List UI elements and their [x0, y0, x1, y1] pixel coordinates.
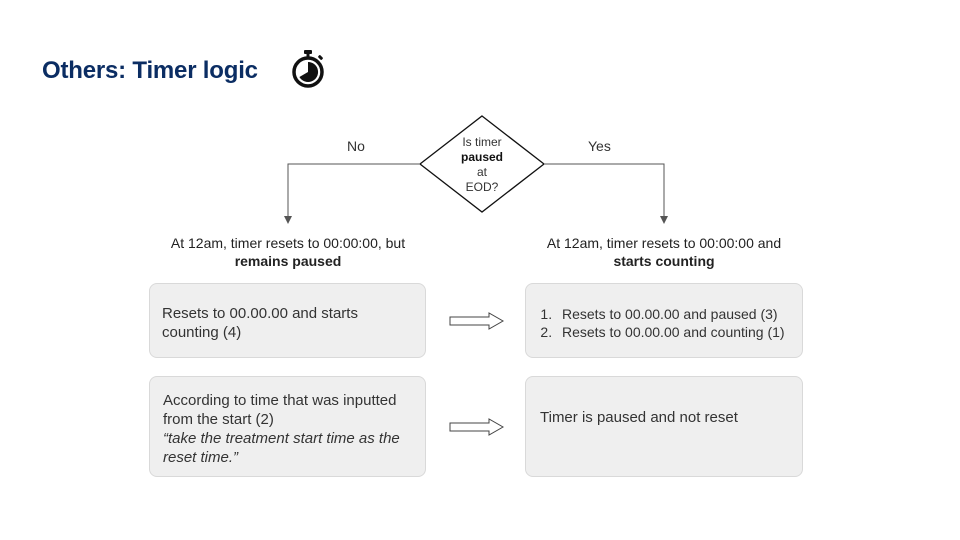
no-branch-label: No — [347, 138, 365, 154]
row1-right-list: Resets to 00.00.00 and paused (3) Resets… — [526, 305, 794, 341]
no-branch-line — [284, 163, 420, 224]
yes-branch-label: Yes — [588, 138, 611, 154]
stopwatch-icon — [292, 50, 324, 88]
yes-outcome: At 12am, timer resets to 00:00:00 and st… — [546, 235, 782, 269]
yes-branch-line — [544, 163, 668, 224]
list-item: Resets to 00.00.00 and counting (1) — [556, 323, 794, 341]
row2-right-box: Timer is paused and not reset — [525, 376, 803, 477]
row2-arrow-icon — [449, 418, 505, 436]
row1-right-box: Resets to 00.00.00 and paused (3) Resets… — [525, 283, 803, 358]
decision-diamond — [418, 115, 546, 213]
row1-left-box: Resets to 00.00.00 and starts counting (… — [149, 283, 426, 358]
row2-right-text: Timer is paused and not reset — [540, 409, 738, 426]
no-outcome: At 12am, timer resets to 00:00:00, but r… — [170, 235, 406, 269]
row2-left-box: According to time that was inputted from… — [149, 376, 426, 477]
page-title: Others: Timer logic — [42, 57, 258, 84]
row1-left-text: Resets to 00.00.00 and starts counting (… — [162, 305, 358, 341]
list-item: Resets to 00.00.00 and paused (3) — [556, 305, 794, 323]
decision-text: Is timer paused at EOD? — [460, 135, 503, 194]
row1-arrow-icon — [449, 312, 505, 330]
row2-left-quote: “take the treatment start time as the re… — [163, 430, 400, 466]
row2-left-text: According to time that was inputted from… — [163, 392, 397, 428]
